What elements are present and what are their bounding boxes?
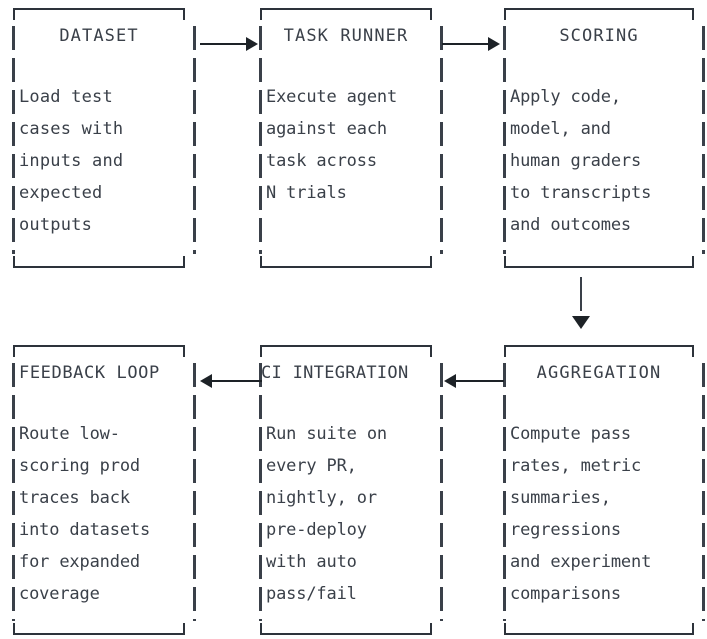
node-left-rail <box>503 26 506 254</box>
node-right-rail <box>440 363 443 621</box>
node-scoring[interactable]: SCORING Apply code, model, and human gra… <box>503 8 705 268</box>
node-left-rail <box>12 26 15 254</box>
node-body-scoring: Apply code, model, and human graders to … <box>510 87 652 235</box>
diagram-cell-feedback-loop: FEEDBACK LOOP Route low- scoring prod tr… <box>0 345 246 637</box>
node-ci-integration[interactable]: CI INTEGRATION Run suite on every PR, ni… <box>259 345 443 635</box>
node-left-rail <box>12 363 15 621</box>
node-top-bar <box>260 8 432 20</box>
arrow-head-down-icon <box>572 316 590 329</box>
node-body-feedback-loop: Route low- scoring prod traces back into… <box>19 424 151 604</box>
arrow-shaft <box>580 277 582 311</box>
node-right-rail <box>440 26 443 254</box>
arrow-shaft <box>200 43 248 45</box>
diagram-cell-ci-integration: CI INTEGRATION Run suite on every PR, ni… <box>246 345 487 637</box>
arrow-shaft <box>212 380 262 382</box>
node-top-bar <box>13 8 185 20</box>
node-task-runner[interactable]: TASK RUNNER Execute agent against each t… <box>259 8 443 268</box>
arrow-shaft <box>456 380 504 382</box>
diagram-cell-aggregation: AGGREGATION Compute pass rates, metric s… <box>487 345 707 637</box>
node-top-bar <box>504 345 694 357</box>
arrow-head-right-icon <box>488 37 500 51</box>
node-body-aggregation: Compute pass rates, metric summaries, re… <box>510 424 652 604</box>
node-feedback-loop[interactable]: FEEDBACK LOOP Route low- scoring prod tr… <box>12 345 196 635</box>
node-top-bar <box>13 345 185 357</box>
node-top-bar <box>504 8 694 20</box>
node-title-scoring: SCORING <box>559 26 639 46</box>
diagram-cell-scoring: SCORING Apply code, model, and human gra… <box>487 8 707 268</box>
node-title-task-runner: TASK RUNNER <box>283 26 409 46</box>
node-body-task-runner: Execute agent against each task across N… <box>266 87 398 203</box>
diagram-cell-task-runner: TASK RUNNER Execute agent against each t… <box>246 8 487 268</box>
node-bottom-bar <box>504 623 694 635</box>
node-right-rail <box>193 26 196 254</box>
node-top-bar <box>260 345 432 357</box>
node-title-ci-integration: CI INTEGRATION <box>261 363 409 383</box>
node-bottom-bar <box>260 623 432 635</box>
node-title-aggregation: AGGREGATION <box>536 363 662 383</box>
node-bottom-bar <box>13 256 185 268</box>
node-bottom-bar <box>13 623 185 635</box>
node-bottom-bar <box>504 256 694 268</box>
node-title-dataset: DATASET <box>59 26 139 46</box>
arrow-shaft <box>442 43 490 45</box>
node-bottom-bar <box>260 256 432 268</box>
node-left-rail <box>503 363 506 621</box>
diagram-cell-dataset: DATASET Load test cases with inputs and … <box>0 8 246 268</box>
node-dataset[interactable]: DATASET Load test cases with inputs and … <box>12 8 196 268</box>
node-right-rail <box>702 26 705 254</box>
diagram-row-bottom: FEEDBACK LOOP Route low- scoring prod tr… <box>0 345 707 637</box>
node-body-dataset: Load test cases with inputs and expected… <box>19 87 124 235</box>
node-right-rail <box>193 363 196 621</box>
node-left-rail <box>259 363 262 621</box>
node-aggregation[interactable]: AGGREGATION Compute pass rates, metric s… <box>503 345 705 635</box>
arrow-head-right-icon <box>246 37 258 51</box>
node-title-feedback-loop: FEEDBACK LOOP <box>19 363 160 383</box>
node-right-rail <box>702 363 705 621</box>
arrow-head-left-icon <box>444 374 456 388</box>
node-body-ci-integration: Run suite on every PR, nightly, or pre-d… <box>266 424 388 604</box>
node-left-rail <box>259 26 262 254</box>
diagram-row-top: DATASET Load test cases with inputs and … <box>0 8 707 268</box>
arrow-head-left-icon <box>200 374 212 388</box>
